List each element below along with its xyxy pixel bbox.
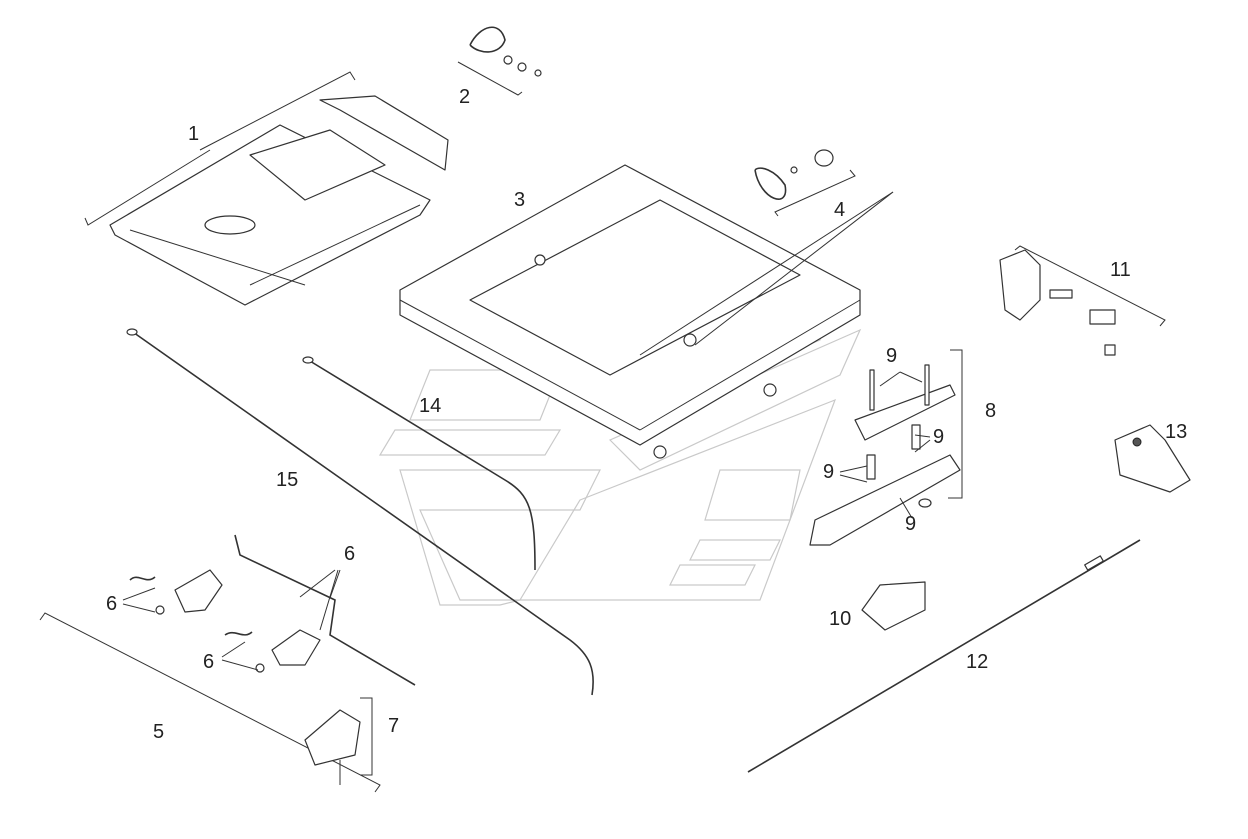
callout-9b: 9: [933, 426, 944, 448]
callout-9d: 9: [905, 513, 916, 535]
callout-7: 7: [388, 715, 399, 737]
slide-rail-8: [809, 364, 961, 546]
adjuster-lever-13: [1114, 424, 1191, 493]
callout-13: 13: [1165, 421, 1187, 443]
callout-10: 10: [829, 608, 851, 630]
callout-14: 14: [419, 395, 441, 417]
recliner-assembly-5: [129, 534, 416, 686]
callout-9a: 9: [886, 345, 897, 367]
callout-3: 3: [514, 189, 525, 211]
callout-1: 1: [188, 123, 199, 145]
cable-15: [126, 328, 594, 696]
callout-2: 2: [459, 86, 470, 108]
callout-4: 4: [834, 199, 845, 221]
callout-5: 5: [153, 721, 164, 743]
callout-8: 8: [985, 400, 996, 422]
callout-9c: 9: [823, 461, 834, 483]
callout-6c: 6: [203, 651, 214, 673]
cable-14: [302, 356, 536, 571]
callout-11: 11: [1110, 259, 1131, 281]
lever-7: [304, 709, 361, 785]
callout-15: 15: [276, 469, 298, 491]
cable-12: [747, 539, 1141, 773]
seat-pan-plate: [109, 95, 449, 306]
callout-6b: 6: [106, 593, 117, 615]
hardware-kit-4: [754, 149, 834, 200]
hardware-kit-2: [469, 26, 542, 77]
latch-assembly-11: [999, 249, 1116, 356]
callout-12: 12: [966, 651, 988, 673]
callout-6a: 6: [344, 543, 355, 565]
handle-10: [861, 581, 926, 631]
seat-frame: [399, 164, 861, 459]
